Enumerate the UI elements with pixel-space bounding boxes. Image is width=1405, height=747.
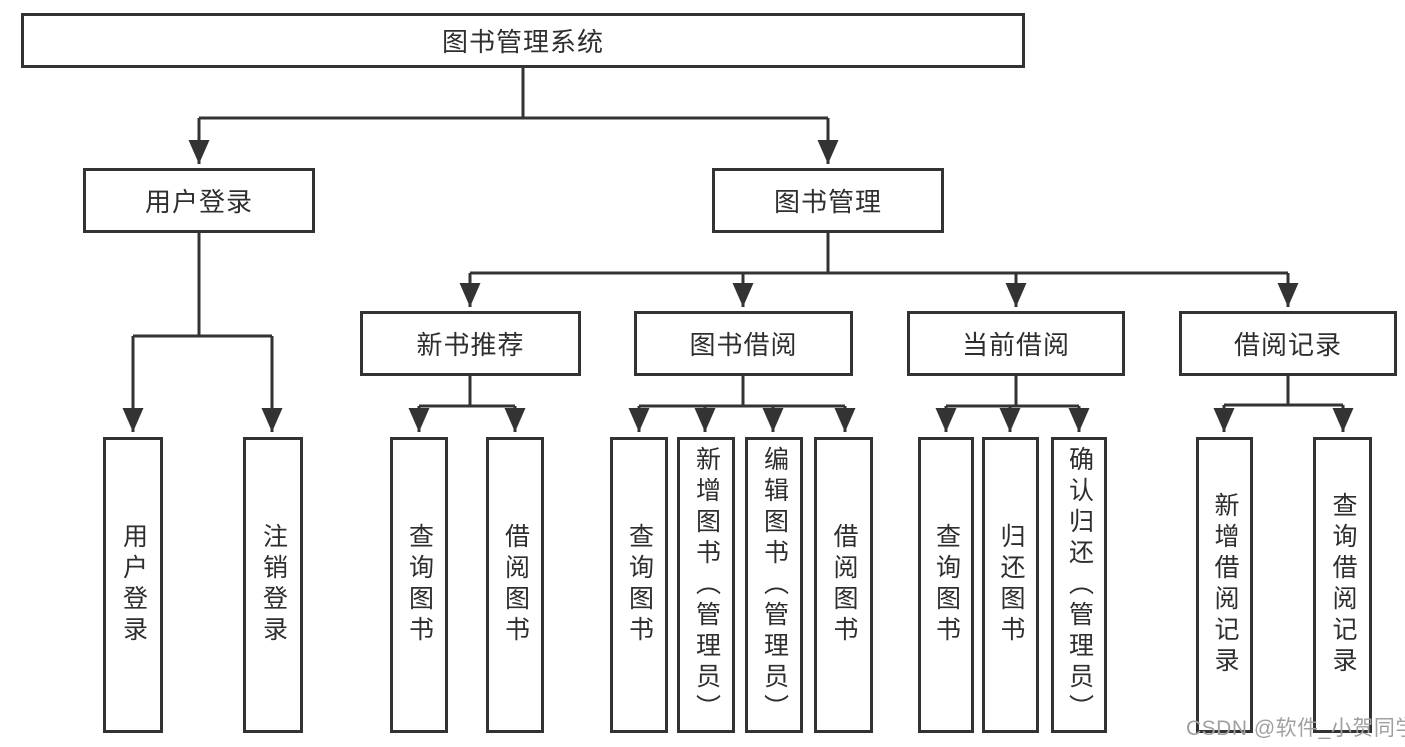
leaf-query-books-borrow: 查询图书 [610,437,668,733]
node-current-borrow: 当前借阅 [907,311,1125,376]
rail-current-borrow [946,376,1079,408]
leaf-add-book-admin: 新增图书（管理员） [677,437,735,733]
rail-user-login-to-leaves [133,233,272,338]
node-label: 查询图书 [932,523,961,647]
node-label: 查询借阅记录 [1329,492,1357,678]
node-user-login: 用户登录 [83,168,315,233]
node-book-management: 图书管理 [712,168,944,233]
arrow-drops [122,118,1354,432]
node-label: 新书推荐 [416,330,525,360]
node-label: 新增图书（管理员） [692,445,721,725]
leaf-borrow-books-recommend: 借阅图书 [486,437,544,733]
leaf-query-borrow-record: 查询借阅记录 [1313,437,1372,733]
node-label: 借阅记录 [1233,330,1342,360]
leaf-confirm-return-admin: 确认归还（管理员） [1051,437,1107,733]
node-label: 借阅图书 [830,523,858,647]
node-label: 查询图书 [625,523,654,647]
node-new-book-recommend: 新书推荐 [360,311,581,376]
node-label: 注销登录 [259,523,288,647]
leaf-add-borrow-record: 新增借阅记录 [1196,437,1253,733]
node-label: 用户登录 [119,523,148,647]
rail-new-book-recommend [419,376,515,408]
rail-book-management-to-level3 [470,233,1288,275]
leaf-user-login: 用户登录 [103,437,163,733]
rail-book-borrow [639,376,845,408]
node-label: 归还图书 [997,523,1025,647]
rail-root-to-level2 [199,68,828,120]
leaf-query-books-current: 查询图书 [918,437,974,733]
node-label: 当前借阅 [961,330,1070,360]
node-label: 借阅图书 [501,523,530,647]
node-label: 用户登录 [144,187,253,217]
rail-borrow-records [1224,376,1343,407]
node-label: 确认归还（管理员） [1065,445,1094,725]
leaf-query-books-recommend: 查询图书 [390,437,448,733]
leaf-edit-book-admin: 编辑图书（管理员） [745,437,803,733]
node-label: 图书借阅 [689,330,798,360]
node-borrow-records: 借阅记录 [1179,311,1397,376]
leaf-borrow-books: 借阅图书 [814,437,873,733]
node-label: 新增借阅记录 [1211,492,1239,678]
csdn-watermark: CSDN @软件_小贺同学 [1186,717,1405,740]
node-label: 查询图书 [405,523,434,647]
leaf-logout: 注销登录 [243,437,303,733]
node-label: 编辑图书（管理员） [760,445,789,725]
leaf-return-books: 归还图书 [982,437,1039,733]
node-label: 图书管理 [773,187,882,217]
node-book-management-system: 图书管理系统 [21,13,1025,68]
node-label: 图书管理系统 [441,27,604,57]
node-book-borrow: 图书借阅 [634,311,853,376]
